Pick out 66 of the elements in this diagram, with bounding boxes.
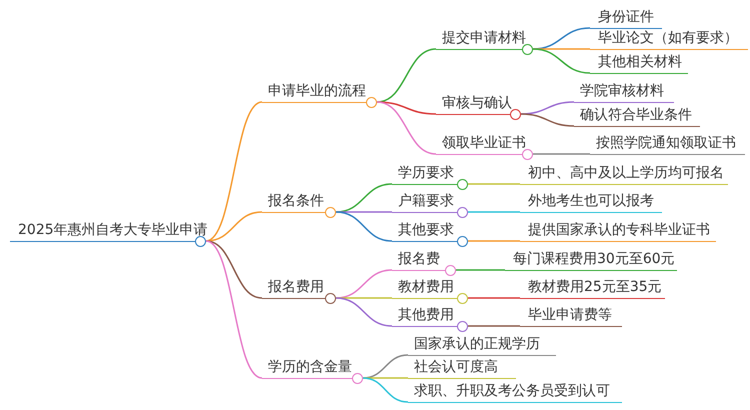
topic-label: 社会认可度高	[414, 358, 498, 376]
topic-label: 报名费	[398, 250, 440, 268]
branch-line	[532, 48, 590, 74]
topic-label: 报名条件	[268, 192, 324, 210]
branch-line	[456, 269, 505, 271]
topic-label: 户籍要求	[398, 192, 454, 210]
branch-line	[376, 101, 436, 155]
topic-label: 2025年惠州自考大专毕业申请	[18, 221, 208, 239]
topic-branch	[590, 7, 662, 29]
branch-line	[362, 354, 408, 379]
topic-label: 学历的含金量	[268, 358, 352, 376]
branch-line	[468, 183, 520, 185]
topic-label: 按照学院通知领取证书	[596, 134, 736, 152]
branch-line	[336, 183, 392, 213]
topic-label: 审核与确认	[442, 94, 512, 112]
branch-line	[532, 27, 590, 50]
topic-branch	[520, 277, 665, 299]
topic-branch	[408, 334, 556, 356]
topic-branch	[520, 163, 728, 185]
topic-branch	[574, 81, 674, 103]
topic-branch	[574, 105, 700, 127]
topic-branch	[505, 249, 677, 271]
branch-line	[468, 325, 520, 327]
branch-line	[362, 377, 408, 403]
topic-label: 教材费用25元至35元	[528, 278, 662, 296]
topic-label: 教材费用	[398, 278, 454, 296]
topic-label: 其他要求	[398, 221, 454, 239]
topic-branch	[520, 191, 662, 213]
branch-line	[520, 113, 574, 127]
branch-line	[533, 153, 590, 155]
topic-label: 初中、高中及以上学历均可报名	[528, 164, 724, 182]
topic-branch	[408, 357, 516, 379]
topic-label: 提供国家承认的专科毕业证书	[528, 221, 710, 239]
topic-label: 提交申请材料	[442, 29, 526, 47]
topic-label: 学历要求	[398, 164, 454, 182]
topic-label: 领取毕业证书	[442, 134, 526, 152]
branch-line	[336, 211, 392, 242]
branch-line	[376, 48, 436, 103]
branch-line	[336, 269, 392, 299]
topic-branch	[590, 133, 745, 155]
topic-branch	[520, 220, 716, 242]
topic-label: 每门课程费用30元至60元	[513, 250, 675, 268]
topic-branch	[590, 52, 688, 74]
topic-label: 外地考生也可以报考	[528, 192, 654, 210]
topic-label: 身份证件	[598, 8, 654, 26]
topic-label: 其他费用	[398, 306, 454, 324]
topic-label: 申请毕业的流程	[268, 82, 366, 100]
topic-branch	[520, 305, 622, 327]
branch-line	[336, 297, 392, 327]
branch-line	[468, 297, 520, 299]
topic-label: 国家承认的正规学历	[414, 335, 540, 353]
topic-branch	[408, 381, 622, 403]
branch-line	[468, 240, 520, 242]
topic-label: 报名费用	[268, 278, 324, 296]
topic-label: 毕业申请费等	[528, 306, 612, 324]
branch-line	[206, 101, 262, 242]
topic-label: 学院审核材料	[580, 82, 664, 100]
topic-branch	[590, 28, 748, 50]
branch-line	[520, 101, 574, 115]
branch-line	[206, 240, 262, 379]
branch-line	[468, 211, 520, 213]
topic-label: 求职、升职及考公务员受到认可	[414, 382, 610, 400]
topic-label: 毕业论文（如有要求）	[598, 29, 738, 47]
branch-line	[206, 211, 262, 242]
topic-label: 确认符合毕业条件	[580, 106, 692, 124]
topic-label: 其他相关材料	[598, 53, 682, 71]
